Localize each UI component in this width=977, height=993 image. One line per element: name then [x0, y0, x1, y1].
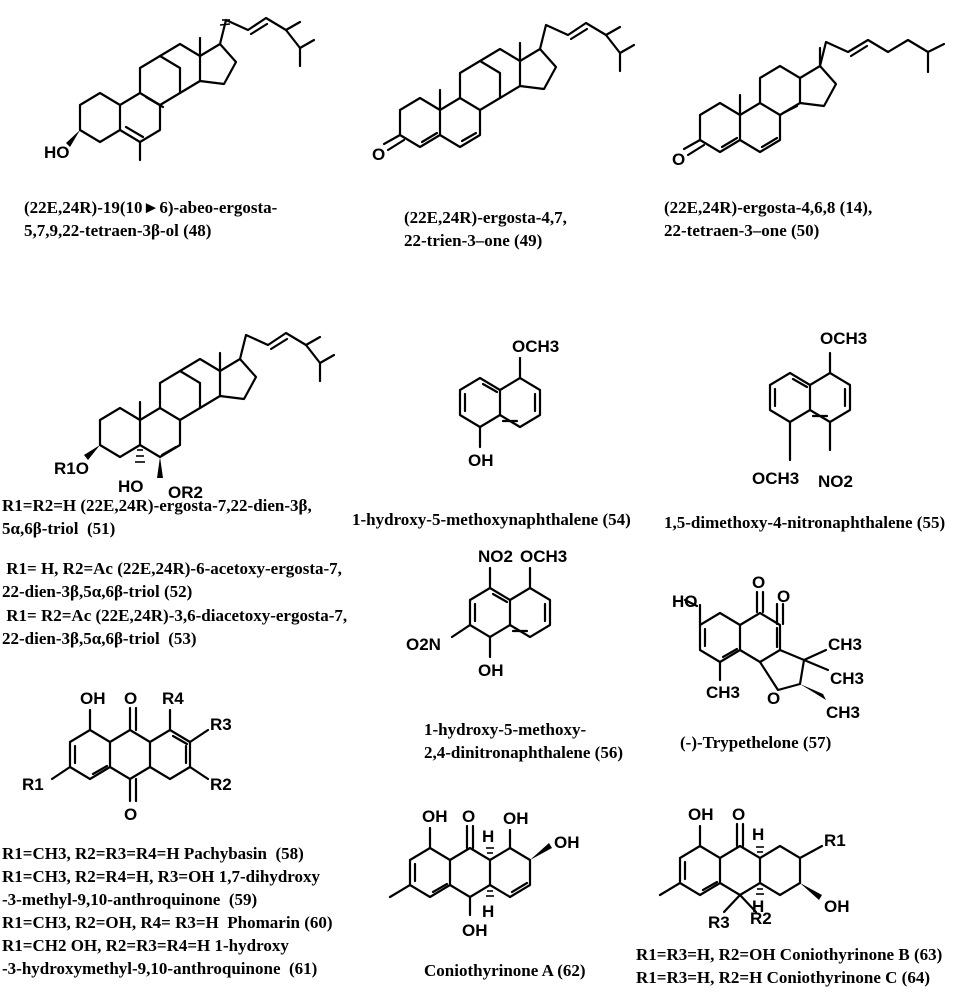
ketone-oxygen-label: O	[752, 573, 765, 592]
hydroxyl-label: OH	[688, 805, 714, 824]
hydroxyl-label: OH	[478, 661, 504, 680]
structure-55: OCH3 OCH3 NO2	[752, 329, 867, 491]
ketone-oxygen-label: O	[372, 145, 385, 164]
h-label: H	[482, 827, 494, 846]
caption-50: (22E,24R)-ergosta-4,6,8 (14), 22-tetraen…	[664, 198, 873, 240]
r1-label: R1	[22, 775, 44, 794]
structure-63-64: OH O H R1 OH R3 R2 H	[658, 805, 850, 932]
or2-label: OR2	[168, 483, 203, 502]
caption-49: (22E,24R)-ergosta-4,7, 22-trien-3–one (4…	[404, 208, 567, 250]
hydroxyl-label-2: OH	[503, 809, 529, 828]
hydroxyl-label: OH	[422, 807, 448, 826]
structure-51-53: R1O HO OR2	[54, 331, 336, 502]
r3-label: R3	[210, 715, 232, 734]
hydroxyl-label-3: OH	[554, 833, 580, 852]
nitro-label-left: O2N	[406, 635, 441, 654]
structure-57: HO O O CH3 O CH3 CH3 CH3	[672, 573, 864, 722]
r3-label: R3	[708, 913, 730, 932]
r2-label: R2	[210, 775, 232, 794]
hydroxyl-label-2: OH	[824, 897, 850, 916]
caption-52: R1= H, R2=Ac (22E,24R)-6-acetoxy-ergosta…	[2, 559, 342, 601]
hydroxyl-label: HO	[44, 143, 70, 162]
h-label-2: H	[482, 902, 494, 921]
caption-58-61: R1=CH3, R2=R3=R4=H Pachybasin (58) R1=CH…	[2, 844, 333, 978]
quinone-oxygen-label: O	[124, 689, 137, 708]
c5-hydroxyl-label: HO	[118, 477, 144, 496]
caption-51: R1=R2=H (22E,24R)-ergosta-7,22-dien-3β, …	[2, 496, 312, 538]
nitro-label: NO2	[478, 547, 513, 566]
r2-label: R2	[750, 909, 772, 928]
structure-54: OCH3 OH	[458, 337, 559, 470]
ketone-oxygen-label: O	[732, 805, 745, 824]
caption-62: Coniothyrinone A (62)	[424, 961, 586, 980]
caption-48: (22E,24R)-19(10►6)-abeo-ergosta- 5,7,9,2…	[24, 198, 278, 240]
methyl-label-2: CH3	[828, 635, 862, 654]
caption-63-64: R1=R3=H, R2=OH Coniothyrinone B (63) R1=…	[636, 945, 943, 987]
structure-56: NO2 OCH3 O2N OH	[406, 547, 567, 680]
methoxy-label: OCH3	[520, 547, 567, 566]
h-label: H	[752, 825, 764, 844]
structure-50: O	[672, 38, 946, 169]
structure-48: HO	[44, 16, 316, 162]
methyl-label-3: CH3	[830, 669, 864, 688]
methyl-label-4: CH3	[826, 703, 860, 722]
caption-57: (-)-Trypethelone (57)	[680, 733, 832, 752]
hydroxyl-label-4: OH	[462, 921, 488, 940]
r1-label: R1	[824, 831, 846, 850]
methoxy-label: OCH3	[820, 329, 867, 348]
r4-label: R4	[162, 689, 184, 708]
structure-62: OH O H OH OH OH H	[388, 807, 580, 940]
hydroxyl-label: OH	[80, 689, 106, 708]
hydroxyl-label: OH	[468, 451, 494, 470]
methoxy-label: OCH3	[512, 337, 559, 356]
hydroxyl-label: HO	[672, 592, 698, 611]
caption-54: 1-hydroxy-5-methoxynaphthalene (54)	[352, 510, 631, 529]
caption-53: R1= R2=Ac (22E,24R)-3,6-diacetoxy-ergost…	[2, 606, 348, 648]
structure-58-61: OH O O R4 R3 R2 R1	[22, 689, 232, 824]
structure-49: O	[372, 21, 636, 164]
ring-oxygen-label: O	[767, 689, 780, 708]
caption-56: 1-hydroxy-5-methoxy- 2,4-dinitronaphthal…	[424, 720, 623, 762]
ketone-oxygen-label: O	[672, 150, 685, 169]
ketone-oxygen-label: O	[462, 807, 475, 826]
quinone-oxygen-label-2: O	[124, 805, 137, 824]
caption-55: 1,5-dimethoxy-4-nitronaphthalene (55)	[664, 513, 946, 532]
methyl-label: CH3	[706, 683, 740, 702]
methoxy-label-lower: OCH3	[752, 469, 799, 488]
r1o-label: R1O	[54, 459, 89, 478]
h-label-2: H	[752, 897, 764, 916]
ketone-oxygen-label-2: O	[777, 587, 790, 606]
nitro-label: NO2	[818, 472, 853, 491]
